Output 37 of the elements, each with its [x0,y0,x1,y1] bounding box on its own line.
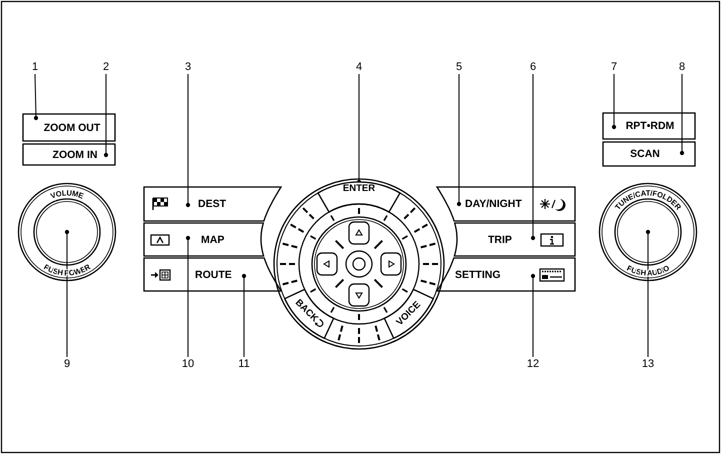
rotary-knob [17,182,117,282]
leader-line [34,74,38,120]
callout-number: 6 [525,60,541,74]
rocker-button: ZOOM IN [22,143,116,166]
callout-number: 4 [351,60,367,74]
callout-number: 7 [606,60,622,74]
leader-line [242,274,246,358]
leader-line [612,74,616,130]
menu-button: DEST [143,187,283,221]
leader-line [456,74,462,206]
leader-line [530,74,536,240]
leader-line [186,236,190,358]
leader-line [186,74,190,208]
callout-number: 3 [180,60,196,74]
callout-number: 5 [451,60,467,74]
callout-number: 13 [640,357,656,371]
callout-number: 10 [180,357,196,371]
leader-line [104,74,108,158]
leader-line [530,274,536,358]
menu-button: SETTING [435,258,576,291]
callout-number: 1 [27,60,43,74]
callout-number: 12 [525,357,541,371]
leader-line [646,230,650,358]
callout-number: 8 [674,60,690,74]
callout-number: 9 [59,357,75,371]
menu-button: ROUTE [143,258,283,291]
leader-line [680,74,684,156]
rocker-button: SCAN [602,141,696,167]
dial-button: ENTER [317,181,401,214]
leader-line [64,230,70,358]
rotary-knob [598,182,698,282]
callout-number: 2 [98,60,114,74]
leader-line [356,74,362,184]
callout-number: 11 [236,357,252,371]
rocker-button: ZOOM OUT [22,113,116,142]
menu-button: DAY/NIGHT [435,187,576,221]
rocker-button: RPT•RDM [602,112,696,140]
